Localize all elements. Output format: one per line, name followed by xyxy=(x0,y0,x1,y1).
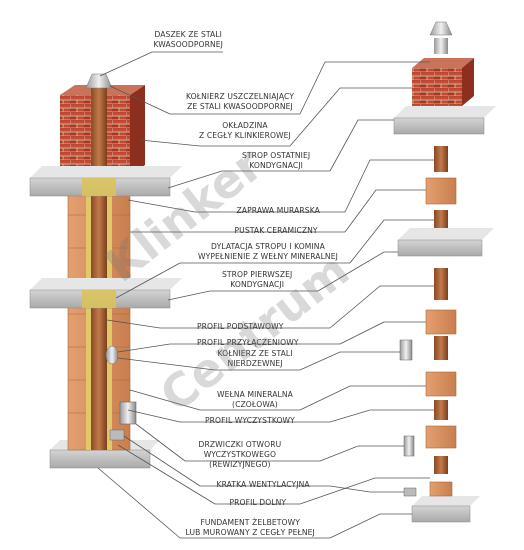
label-profil-dolny: PROFIL DOLNY xyxy=(230,498,287,508)
leader-profil-dolny-right xyxy=(299,477,430,505)
label-profil-przylaczeniowy: PROFIL PRZYŁĄCZENIOWY xyxy=(197,338,299,348)
label-kratka-line: KRATKA WENTYLACYJNA xyxy=(216,480,310,489)
leader-profil-podstawowy-left xyxy=(106,319,161,329)
leader-kolnierz-uszcz-left xyxy=(109,85,171,115)
label-zaprawa-line: ZAPRAWA MURARSKA xyxy=(236,206,320,215)
leader-profil-wyczystkowy-right xyxy=(329,409,434,423)
label-fundament-line: FUNDAMENT ŻELBETOWY xyxy=(200,518,300,527)
leader-pustak-right xyxy=(344,189,426,233)
label-strop-pierwszej-line: STROP PIERWSZEJ xyxy=(222,270,293,279)
label-daszek-line: KWASOODPORNEJ xyxy=(153,40,223,49)
leader-daszek-left xyxy=(99,51,153,77)
leader-strop-pierwszej-right xyxy=(317,251,398,292)
leader-drzwiczki-right xyxy=(319,445,404,462)
label-okladzina-line: Z CEGŁY KLINKIEROWEJ xyxy=(199,131,291,140)
label-kolnierz-uszcz-line: KOŁNIERZ USZCZELNIAJĄCY xyxy=(186,92,295,101)
assembled-chimney xyxy=(29,73,182,469)
label-kolnierz-uszcz-line: ZE STALI KWASOODPORNEJ xyxy=(187,102,293,111)
label-profil-wyczystkowy-line: PROFIL WYCZYSTKOWY xyxy=(205,416,295,425)
leader-drzwiczki-left xyxy=(135,423,186,462)
label-drzwiczki-line: DRZWICZKI OTWORU xyxy=(198,440,282,449)
label-strop-pierwszej-line: KONDYGNACJI xyxy=(230,280,285,289)
label-drzwiczki-line: (REWIZYJNEGO) xyxy=(209,460,271,469)
label-welna-line: (CZOŁOWA) xyxy=(232,400,278,409)
leader-zaprawa-left xyxy=(127,199,196,213)
label-profil-przylaczeniowy-line: PROFIL PRZYŁĄCZENIOWY xyxy=(197,338,299,347)
leader-welna-right xyxy=(299,385,426,411)
leader-zaprawa-right xyxy=(344,159,434,213)
label-daszek-line: DASZEK ZE STALI xyxy=(154,30,223,39)
label-kolnierz-nierdz-line: NIERDZEWNEJ xyxy=(227,359,283,368)
leader-dylatacja-left xyxy=(115,262,181,299)
leader-okladzina-left xyxy=(139,139,201,147)
label-profil-podstawowy-line: PROFIL PODSTAWOWY xyxy=(197,322,284,331)
leader-kratka-right xyxy=(329,485,404,493)
label-dylatacja-line: WYPEŁNIENIE Z WEŁNY MINERALNEJ xyxy=(198,252,338,261)
leader-profil-przylaczeniowy-left xyxy=(117,343,171,353)
label-pustak: PUSTAK CERAMICZNY xyxy=(235,226,318,236)
leader-strop-ostatniej-left xyxy=(167,170,223,189)
label-strop-ostatniej-line: KONDYGNACJI xyxy=(249,161,304,170)
label-kolnierz-nierdz-line: KOŁNIERZ ZE STALI xyxy=(217,349,293,358)
label-profil-wyczystkowy: PROFIL WYCZYSTKOWY xyxy=(205,416,295,426)
leader-kolnierz-nierdz-left xyxy=(117,357,216,371)
label-zaprawa: ZAPRAWA MURARSKA xyxy=(237,206,320,216)
leader-profil-wyczystkowy-left xyxy=(127,409,181,423)
label-profil-podstawowy: PROFIL PODSTAWOWY xyxy=(197,322,283,332)
label-welna-line: WEŁNA MINERALNA xyxy=(217,390,293,399)
label-kratka: KRATKA WENTYLACYJNA xyxy=(217,480,310,490)
label-pustak-line: PUSTAK CERAMICZNY xyxy=(234,226,318,235)
leader-profil-przylaczeniowy-right xyxy=(339,321,426,345)
exploded-view xyxy=(393,21,496,523)
label-profil-dolny-line: PROFIL DOLNY xyxy=(229,498,287,507)
leader-kolnierz-nierdz-right xyxy=(299,351,400,371)
label-fundament-line: LUB MUROWANY Z CEGŁY PEŁNEJ xyxy=(185,528,315,537)
label-dylatacja-line: DYLATACJA STROPU I KOMINA xyxy=(211,242,325,251)
leader-strop-pierwszej-left xyxy=(167,290,211,301)
leader-profil-podstawowy-right xyxy=(329,285,434,329)
leader-welna-left xyxy=(129,389,201,411)
leader-kratka-left xyxy=(123,435,201,487)
label-drzwiczki-line: WYCZYSTKOWEGO xyxy=(203,450,277,459)
label-welna: WEŁNA MINERALNA(CZOŁOWA) xyxy=(217,390,293,410)
leader-kolnierz-uszcz-right xyxy=(299,61,430,115)
leader-strop-ostatniej-right xyxy=(329,119,394,172)
label-okladzina-line: OKŁADZINA xyxy=(222,121,268,130)
leader-lines xyxy=(97,51,434,539)
label-strop-ostatniej-line: STROP OSTATNIEJ xyxy=(242,151,311,160)
leader-profil-dolny-left xyxy=(117,444,216,505)
leader-dylatacja-right xyxy=(349,219,434,264)
leader-fundament-right xyxy=(329,513,412,539)
leader-fundament-left xyxy=(97,467,181,539)
leader-okladzina-right xyxy=(289,87,412,147)
